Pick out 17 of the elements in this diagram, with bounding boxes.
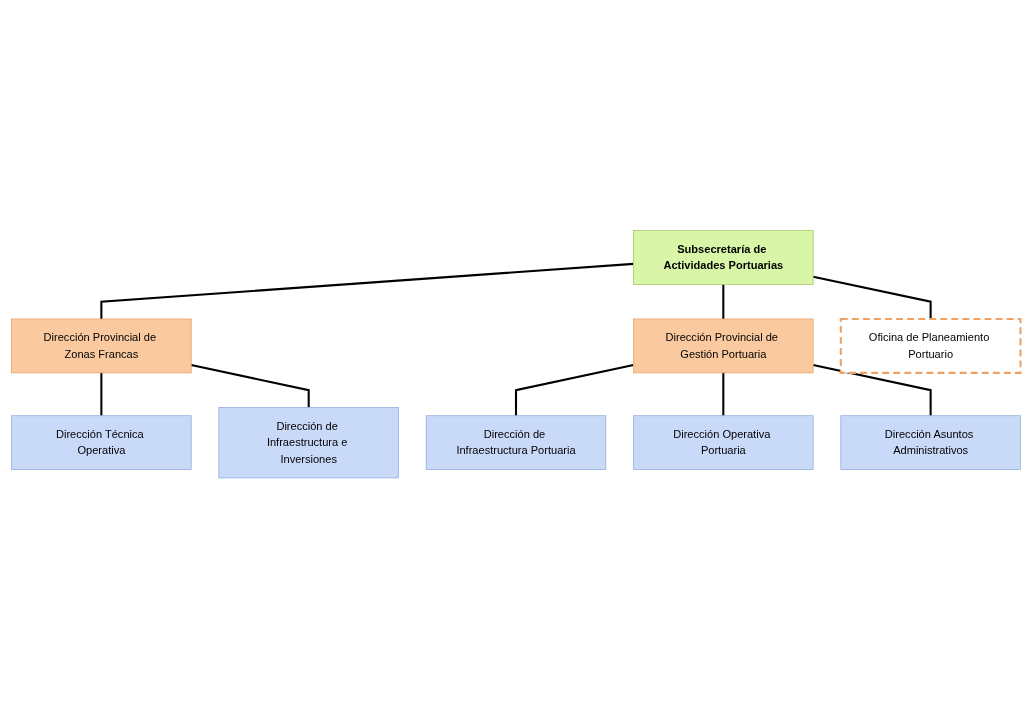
connector — [812, 363, 932, 416]
connector — [722, 284, 725, 319]
node-box: Dirección Asuntos Administrativos — [840, 415, 1021, 470]
connector — [100, 262, 634, 319]
connector — [722, 372, 725, 416]
connector — [100, 372, 103, 416]
node-box: Dirección de Infraestructura e Inversiones — [218, 406, 399, 479]
node-box: Dirección Provincial de Zonas Francas — [11, 318, 192, 373]
node-box: Oficina de Planeamiento Portuario — [839, 317, 1022, 374]
node-box: Dirección Técnica Operativa — [11, 415, 192, 470]
node-box: Dirección Provincial de Gestión Portuaria — [633, 318, 814, 373]
connector — [514, 363, 634, 416]
node-box: Dirección Operativa Portuaria — [633, 415, 814, 470]
connector — [191, 363, 310, 408]
connector — [812, 275, 932, 319]
node-box: Subsecretaría de Actividades Portuarias — [633, 229, 814, 285]
node-box: Dirección de Infraestructura Portuaria — [425, 415, 607, 470]
